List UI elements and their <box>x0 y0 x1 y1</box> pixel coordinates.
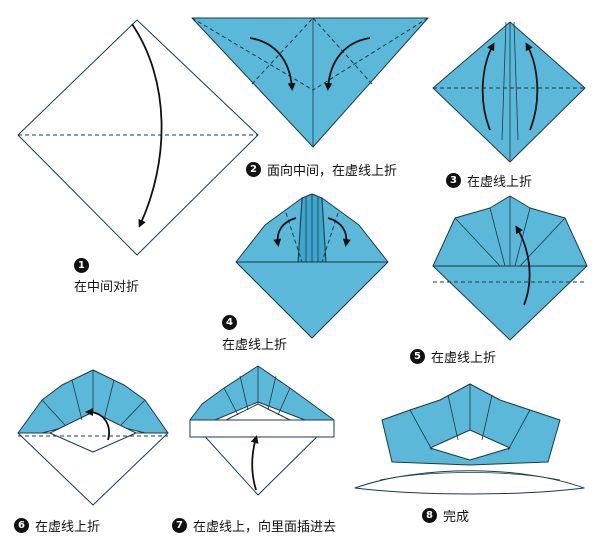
step-7-label: 7 在虚线上，向里面插进去 <box>172 516 336 535</box>
step-number-badge: 4 <box>222 315 237 330</box>
step-number-badge: 6 <box>14 518 29 533</box>
step-2-text: 面向中间，在虚线上折 <box>267 164 398 179</box>
fold-arrow-right-icon <box>324 37 371 91</box>
fold-arrow-left-icon <box>481 42 495 131</box>
fold-arrow-right-icon <box>525 42 539 131</box>
step-6-figure <box>17 369 169 506</box>
step-8-text: 完成 <box>443 510 470 525</box>
fold-arrow-right-icon <box>327 217 351 247</box>
step-number-badge: 2 <box>246 162 261 177</box>
fold-arrow-icon <box>250 435 259 491</box>
step-7-figure <box>189 365 335 496</box>
step-6-text: 在虚线上折 <box>35 520 101 535</box>
step-8-label: 8 完成 <box>422 506 469 525</box>
step-2-label: 2 面向中间，在虚线上折 <box>246 160 397 179</box>
step-2-figure <box>191 17 429 148</box>
step-7-text: 在虚线上，向里面插进去 <box>193 520 337 535</box>
step-3-text: 在虚线上折 <box>467 175 533 190</box>
step-4-figure <box>235 193 389 339</box>
step-1-figure <box>17 19 259 256</box>
step-number-badge: 7 <box>172 518 187 533</box>
step-6-label: 6 在虚线上折 <box>14 516 100 535</box>
step-number-badge: 8 <box>422 508 437 523</box>
step-1-label: 1 <box>74 258 89 273</box>
step-number-badge: 1 <box>74 258 89 273</box>
step-5-text: 在虚线上折 <box>431 351 497 366</box>
step-number-badge: 3 <box>446 173 461 188</box>
step-1-caption: 在中间对折 <box>74 276 139 295</box>
step-4-caption: 在虚线上折 <box>222 334 287 353</box>
step-5-figure <box>432 195 588 341</box>
fold-arrow-left-icon <box>249 37 296 91</box>
step-4-text: 在虚线上折 <box>222 338 288 353</box>
step-number-badge: 5 <box>410 349 425 364</box>
fold-arrow-left-icon <box>273 217 297 247</box>
step-1-text: 在中间对折 <box>74 280 140 295</box>
fold-arrow-icon <box>131 23 163 228</box>
step-5-label: 5 在虚线上折 <box>410 347 496 366</box>
step-4-label: 4 <box>222 315 237 330</box>
step-3-figure <box>432 21 586 163</box>
fold-arrow-icon <box>85 408 110 441</box>
fold-arrow-icon <box>515 225 531 306</box>
step-8-figure <box>354 383 585 495</box>
step-3-label: 3 在虚线上折 <box>446 171 532 190</box>
